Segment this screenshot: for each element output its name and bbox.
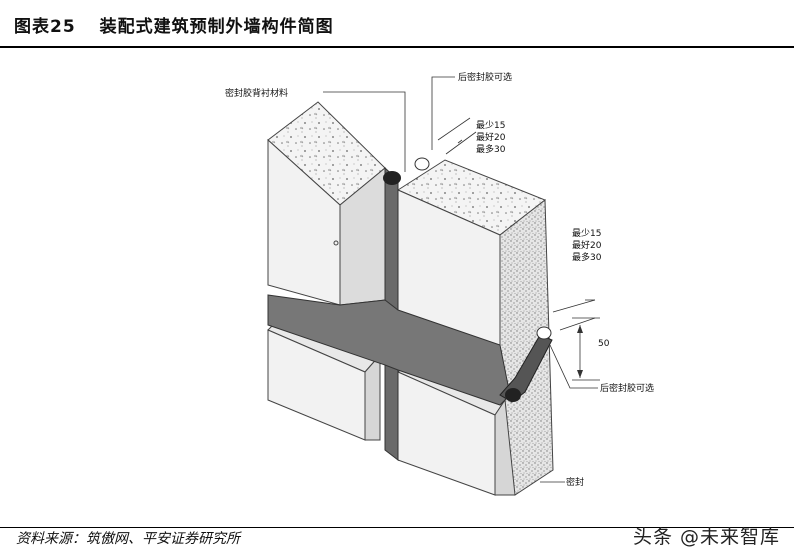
label-seal: 密封 [566, 476, 584, 488]
backer-rod-right [505, 326, 552, 402]
figure-number: 图表25 [14, 17, 76, 37]
bottom-rule [0, 527, 794, 528]
dimension-arrows [577, 325, 583, 378]
label-right-dim-best: 最好20 [572, 239, 602, 251]
label-top-dim-min: 最少15 [476, 120, 505, 131]
label-joint-width: 50 [598, 339, 610, 349]
source-note: 资料来源：筑傲网、平安证券研究所 [16, 531, 240, 547]
wall-component-diagram: 密封胶背衬材料 后密封胶可选 最少15 最好20 最多30 最少15 最好20 … [225, 71, 654, 496]
label-right-dim-min: 最少15 [572, 228, 601, 239]
top-rule [0, 46, 794, 48]
label-rear-sealant-right: 后密封胶可选 [600, 382, 654, 394]
panel-left-upper [267, 101, 386, 306]
label-backing-material: 密封胶背衬材料 [225, 87, 288, 99]
label-top-dim-max: 最多30 [476, 143, 506, 155]
label-top-dim-best: 最好20 [476, 131, 506, 143]
joint-horizontal-right [499, 334, 553, 403]
figure-title: 图表25 装配式建筑预制外墙构件简图 [14, 12, 334, 37]
figure-caption: 装配式建筑预制外墙构件简图 [99, 17, 334, 37]
watermark: 头条 @未来智库 [632, 526, 780, 548]
leader-lines [323, 76, 600, 483]
label-right-dim-max: 最多30 [572, 251, 602, 263]
backer-rod-top [383, 157, 430, 185]
label-rear-sealant-top: 后密封胶可选 [458, 71, 512, 83]
